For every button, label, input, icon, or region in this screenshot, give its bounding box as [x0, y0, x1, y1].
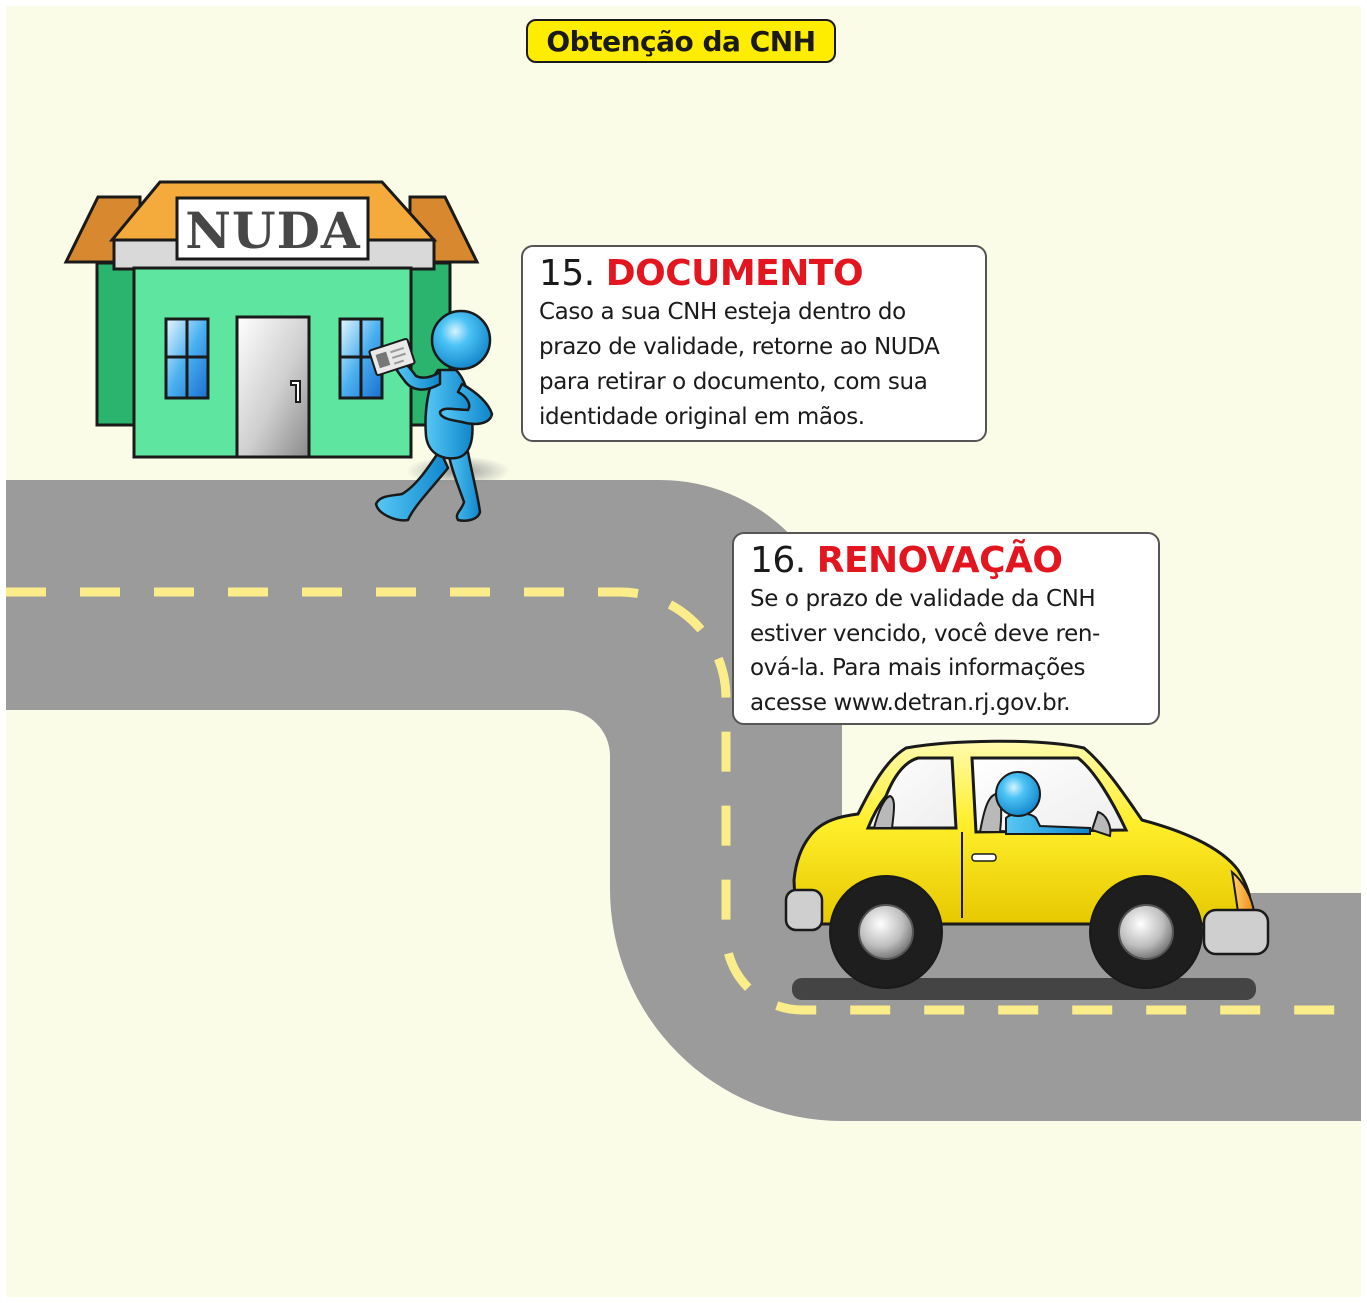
step-15-text: Caso a sua CNH esteja dentro do prazo de… [539, 295, 971, 435]
car-front-bumper [1202, 908, 1270, 956]
yellow-car [784, 739, 1270, 1000]
window-left [164, 317, 210, 400]
callout-step-15: 15. DOCUMENTO Caso a sua CNH esteja dent… [521, 245, 987, 442]
road [6, 480, 1361, 1121]
nuda-sign-board [175, 196, 370, 261]
person-head [430, 309, 492, 371]
step-16-line: acesse www.detran.rj.gov.br. [750, 689, 1071, 716]
driver-person [995, 771, 1091, 835]
step-15-line: Caso a sua CNH esteja dentro do [539, 299, 906, 325]
car-front-wheel [1089, 875, 1203, 989]
step-15-heading: 15. DOCUMENTO [539, 253, 971, 295]
step-16-line: ová-la. Para mais informações [750, 655, 1086, 681]
step-16-number: 16. [750, 540, 806, 581]
car-rear-bumper [784, 888, 824, 932]
page-title: Obtenção da CNH [526, 19, 836, 63]
car-rear-wheel [829, 875, 943, 989]
step-15-line: prazo de validade, retorne ao NUDA [539, 334, 940, 360]
step-16-line: Se o prazo de validade da CNH [750, 586, 1096, 612]
callout-step-16: 16. RENOVAÇÃO Se o prazo de validade da … [732, 532, 1160, 725]
nuda-building: NUDA [63, 180, 480, 459]
step-16-line: estiver vencido, você deve ren- [750, 620, 1100, 647]
step-16-heading: 16. RENOVAÇÃO [750, 540, 1144, 582]
id-card-icon [368, 337, 416, 377]
step-16-text: Se o prazo de validade da CNH estiver ve… [750, 582, 1144, 720]
walking-person [374, 309, 494, 522]
step-15-line: identidade original em mãos. [539, 404, 865, 430]
building-door [235, 315, 311, 459]
step-15-line: para retirar o documento, com sua [539, 369, 928, 395]
step-15-keyword: DOCUMENTO [605, 253, 864, 294]
nuda-sign-text: NUDA [185, 201, 361, 260]
step-16-keyword: RENOVAÇÃO [816, 540, 1063, 581]
step-15-number: 15. [539, 253, 595, 294]
